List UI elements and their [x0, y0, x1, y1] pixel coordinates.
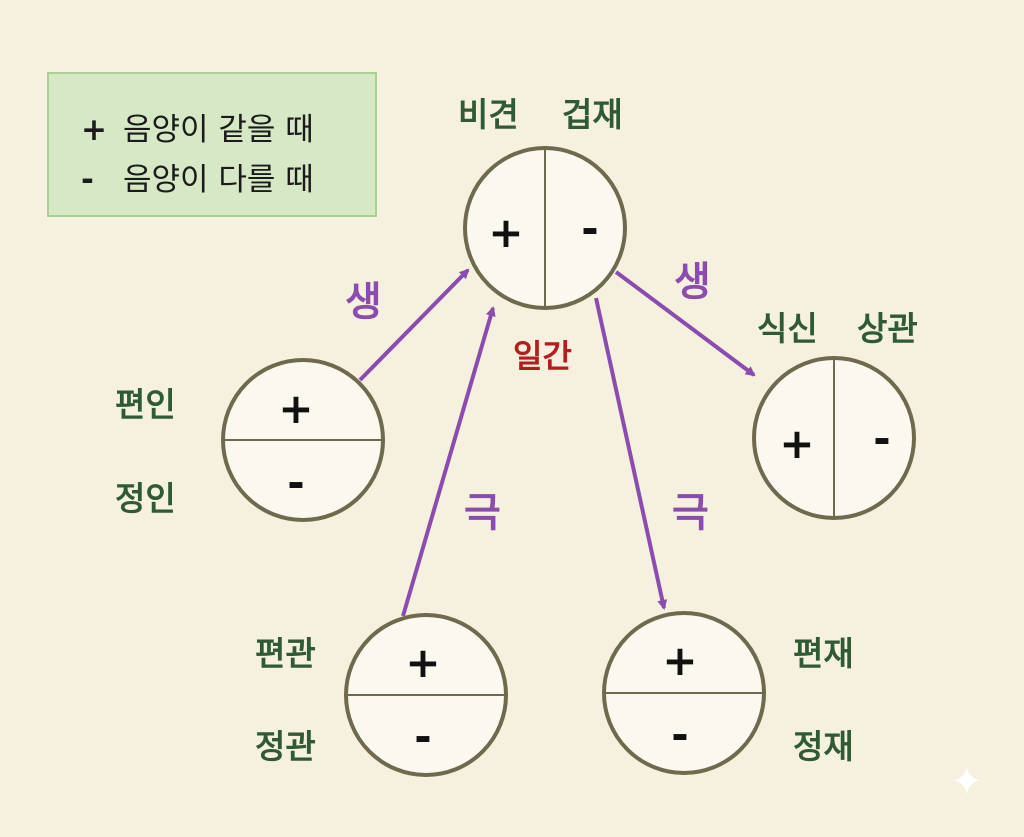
sparkle-icon: ✦ — [950, 759, 984, 805]
center-plus-sign: + — [488, 208, 524, 257]
label-ilgan: 일간 — [513, 337, 572, 375]
center-minus-sign: - — [581, 204, 599, 253]
arrow-officer-to-center — [401, 306, 496, 617]
label-siksin: 식신 — [757, 309, 818, 348]
resource-minus-sign: - — [287, 458, 305, 507]
label-sanggwan: 상관 — [857, 309, 918, 348]
legend-minus-symbol: - — [81, 162, 94, 198]
officer-plus-sign: + — [405, 638, 441, 687]
arrow-resource-to-center — [358, 268, 470, 382]
legend-same-text: 음양이 같을 때 — [123, 112, 314, 148]
officer-circle — [344, 613, 508, 777]
wealth-minus-sign: - — [671, 710, 689, 759]
relation-saeng-right: 생 — [674, 259, 711, 305]
resource-plus-sign: + — [278, 384, 314, 433]
label-pyeonin: 편인 — [115, 385, 176, 424]
legend-row-same: + 음양이 같을 때 — [81, 104, 314, 149]
legend-row-different: -음양이 다를 때 — [81, 154, 314, 199]
wealth-plus-sign: + — [662, 636, 698, 685]
center-circle — [463, 146, 627, 310]
relation-saeng-left: 생 — [345, 279, 382, 325]
legend-box: + 음양이 같을 때 -음양이 다를 때 — [47, 72, 377, 217]
officer-minus-sign: - — [414, 712, 432, 761]
label-jeongin: 정인 — [115, 479, 176, 518]
wealth-circle — [602, 611, 766, 775]
label-geopjae: 겁재 — [562, 95, 623, 134]
relation-geuk-right: 극 — [672, 490, 709, 536]
label-pyeongwan: 편관 — [255, 634, 316, 673]
arrow-center-to-wealth — [594, 297, 668, 610]
legend-plus-symbol: + — [81, 112, 107, 148]
resource-circle — [221, 358, 385, 522]
label-jeongjae: 정재 — [793, 727, 854, 766]
arrow-center-to-output — [614, 270, 756, 377]
label-pyeonjae: 편재 — [793, 634, 854, 673]
legend-different-text: 음양이 다를 때 — [123, 162, 314, 198]
output-minus-sign: - — [873, 414, 891, 463]
output-circle — [752, 356, 916, 520]
output-plus-sign: + — [779, 419, 815, 468]
label-bigyeon: 비견 — [458, 95, 519, 134]
label-jeonggwan: 정관 — [255, 727, 316, 766]
relation-geuk-left: 극 — [464, 490, 501, 536]
